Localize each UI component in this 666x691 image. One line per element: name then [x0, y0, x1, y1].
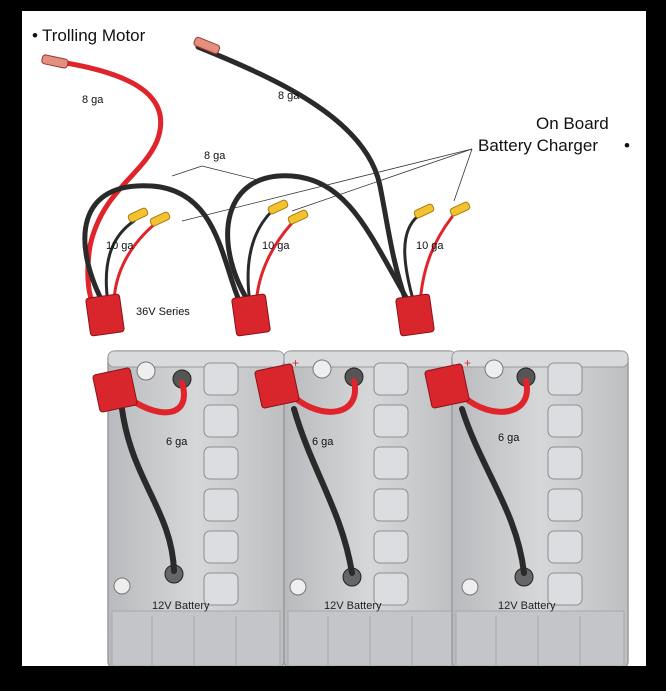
series-label: 36V Series [136, 306, 190, 318]
gauge-label-10ga-2: 10 ga [262, 240, 290, 252]
gauge-label-6ga-1: 6 ga [166, 436, 188, 448]
gauge-label-red-8ga: 8 ga [82, 94, 104, 106]
motor-terminals [41, 36, 221, 69]
gauge-label-10ga-3: 10 ga [416, 240, 444, 252]
diagram-frame: + + [22, 11, 646, 666]
harness-wires [63, 44, 454, 314]
charger-terminals [127, 199, 471, 227]
charger-label-bullet: • [624, 136, 630, 155]
wiring-diagram: + + [32, 26, 630, 666]
battery-label-2: 12V Battery [324, 600, 382, 612]
battery-label-1: 12V Battery [152, 600, 210, 612]
terminal-post [113, 361, 192, 595]
gauge-label-jumper-8ga: 8 ga [204, 150, 226, 162]
gauge-label-6ga-2: 6 ga [312, 436, 334, 448]
gauge-label-6ga-3: 6 ga [498, 432, 520, 444]
vent-caps [203, 362, 239, 606]
svg-text:+: + [292, 356, 299, 370]
battery-label-3: 12V Battery [498, 600, 556, 612]
gauge-label-black-8ga: 8 ga [278, 90, 300, 102]
gauge-label-10ga-1: 10 ga [106, 240, 134, 252]
charger-label-line2: Battery Charger [478, 136, 598, 155]
harness-connectors [85, 293, 435, 337]
trolling-motor-bullet: • [32, 26, 38, 45]
battery-connectors [92, 363, 470, 413]
trolling-motor-label: Trolling Motor [42, 26, 146, 45]
svg-text:+: + [464, 356, 471, 370]
pointer-lines [171, 148, 473, 222]
battery-3: + [451, 350, 629, 666]
jumper-cables [119, 378, 530, 576]
charger-label-line1: On Board [536, 114, 609, 133]
battery-1 [107, 350, 285, 666]
